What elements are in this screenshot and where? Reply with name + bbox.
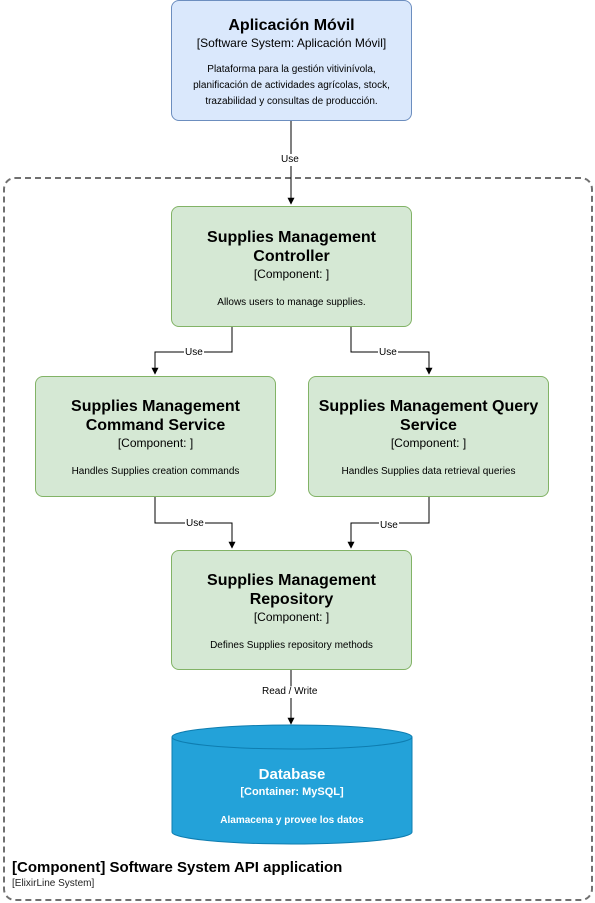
mobile-app-node[interactable]: Aplicación Móvil [Software System: Aplic… — [171, 0, 412, 121]
query-service-node[interactable]: Supplies Management Query Service [Compo… — [308, 376, 549, 497]
command-service-type: [Component: ] — [117, 436, 194, 450]
mobile-app-type: [Software System: Aplicación Móvil] — [196, 36, 387, 50]
system-boundary — [3, 177, 593, 901]
mobile-app-title: Aplicación Móvil — [228, 17, 355, 34]
repository-title: Supplies Management Repository — [207, 572, 376, 608]
boundary-subtitle: [ElixirLine System] — [12, 878, 95, 889]
query-service-title: Supplies Management Query Service — [318, 398, 539, 434]
mobile-app-description: Plataforma para la gestión vitivinívola,… — [193, 64, 390, 107]
controller-title: Supplies Management Controller — [207, 229, 376, 265]
controller-type: [Component: ] — [253, 267, 330, 281]
database-description: Alamacena y provee los datos — [220, 815, 364, 826]
repository-node[interactable]: Supplies Management Repository [Componen… — [171, 550, 412, 670]
repository-type: [Component: ] — [253, 610, 330, 624]
edge-label-controller-command: Use — [184, 347, 204, 359]
edge-label-repository-database: Read / Write — [261, 686, 319, 698]
edge-label-query-repository: Use — [379, 520, 399, 532]
repository-description: Defines Supplies repository methods — [210, 640, 373, 651]
command-service-title: Supplies Management Command Service — [71, 398, 240, 434]
controller-description: Allows users to manage supplies. — [217, 297, 366, 308]
boundary-title: [Component] Software System API applicat… — [12, 859, 343, 876]
edge-label-controller-query: Use — [378, 347, 398, 359]
controller-node[interactable]: Supplies Management Controller [Componen… — [171, 206, 412, 327]
database-type: [Container: MySQL] — [240, 786, 344, 798]
query-service-description: Handles Supplies data retrieval queries — [341, 466, 516, 477]
command-service-node[interactable]: Supplies Management Command Service [Com… — [35, 376, 276, 497]
edge-label-command-repository: Use — [185, 518, 205, 530]
edge-label-app-controller: Use — [280, 154, 300, 166]
command-service-description: Handles Supplies creation commands — [71, 466, 240, 477]
query-service-type: [Component: ] — [390, 436, 467, 450]
database-title: Database — [258, 766, 326, 783]
database-cylinder — [171, 724, 413, 845]
